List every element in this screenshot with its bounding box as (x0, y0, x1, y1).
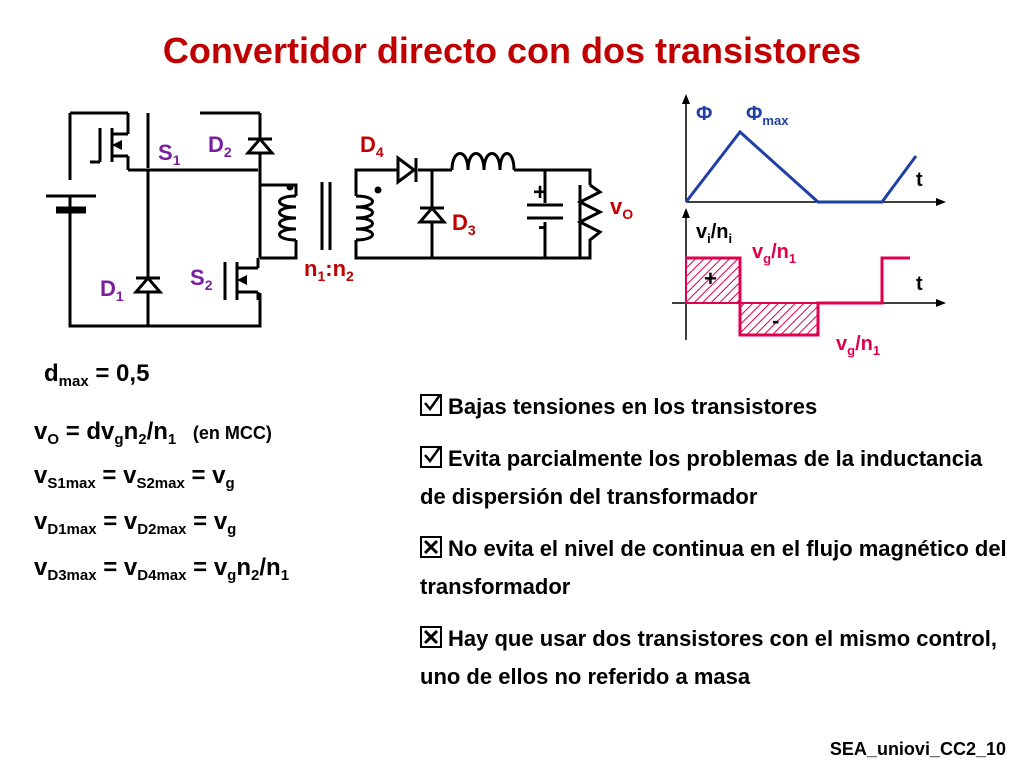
secondary-winding (355, 194, 374, 242)
d3-diode-symbol (416, 205, 448, 224)
label-cap-plus: + (533, 179, 547, 206)
vg-label-top: vg/n1 (752, 241, 796, 266)
eq-vd12: vD1max = vD2max = vg (34, 508, 237, 538)
eq-vo: vO = dvgn2/n1 (en MCC) (34, 418, 272, 448)
vi-label: vi/ni (696, 221, 732, 246)
label-cap-minus: - (538, 213, 546, 240)
bullet-4: Hay que usar dos transistores con el mis… (420, 626, 997, 689)
negative-volt-area (739, 302, 819, 336)
bullet-3: No evita el nivel de continua en el fluj… (420, 536, 1007, 599)
x-box-icon (420, 626, 442, 648)
check-box-icon (420, 394, 442, 416)
label-turns-ratio: n1:n2 (304, 256, 354, 284)
minus-sign: - (772, 308, 779, 333)
label-s1: S1 (158, 140, 181, 168)
waveform-diagram: Φ Φmax t t vi/ni vg/n1 vg/n1 + - (672, 94, 946, 358)
d2-diode-symbol (244, 136, 276, 155)
flux-max-label: Φmax (746, 103, 789, 128)
check-box-icon (420, 446, 442, 468)
x-box-icon (420, 536, 442, 558)
plus-sign: + (704, 266, 717, 291)
label-vo: vO (610, 194, 633, 222)
primary-winding (278, 194, 297, 242)
label-d3: D3 (452, 210, 476, 238)
eq-dmax: dmax = 0,5 (44, 360, 150, 390)
d4-diode-symbol (396, 155, 417, 185)
d1-diode-symbol (132, 275, 164, 294)
label-s2: S2 (190, 265, 213, 293)
slide-title: Convertidor directo con dos transistores (162, 30, 862, 71)
vg-label-bottom: vg/n1 (836, 333, 880, 358)
label-d4: D4 (360, 132, 384, 160)
footer-label: SEA_uniovi_CC2_10 (829, 739, 1006, 759)
voltage-waveform (686, 256, 910, 337)
bullet-2: Evita parcialmente los problemas de la i… (420, 446, 983, 509)
t-label-top: t (916, 169, 923, 191)
circuit-diagram: S1 D2 D1 S2 D4 D3 n1:n2 + - vO (46, 111, 633, 328)
output-inductor (450, 152, 516, 171)
flux-waveform (684, 129, 918, 204)
eq-vd34: vD3max = vD4max = vgn2/n1 (34, 554, 290, 584)
t-label-bottom: t (916, 273, 923, 295)
eq-vs: vS1max = vS2max = vg (34, 462, 235, 492)
bullet-1: Bajas tensiones en los transistores (420, 388, 1010, 426)
flux-label: Φ (696, 103, 712, 125)
label-d2: D2 (208, 132, 232, 160)
label-d1: D1 (100, 276, 124, 304)
